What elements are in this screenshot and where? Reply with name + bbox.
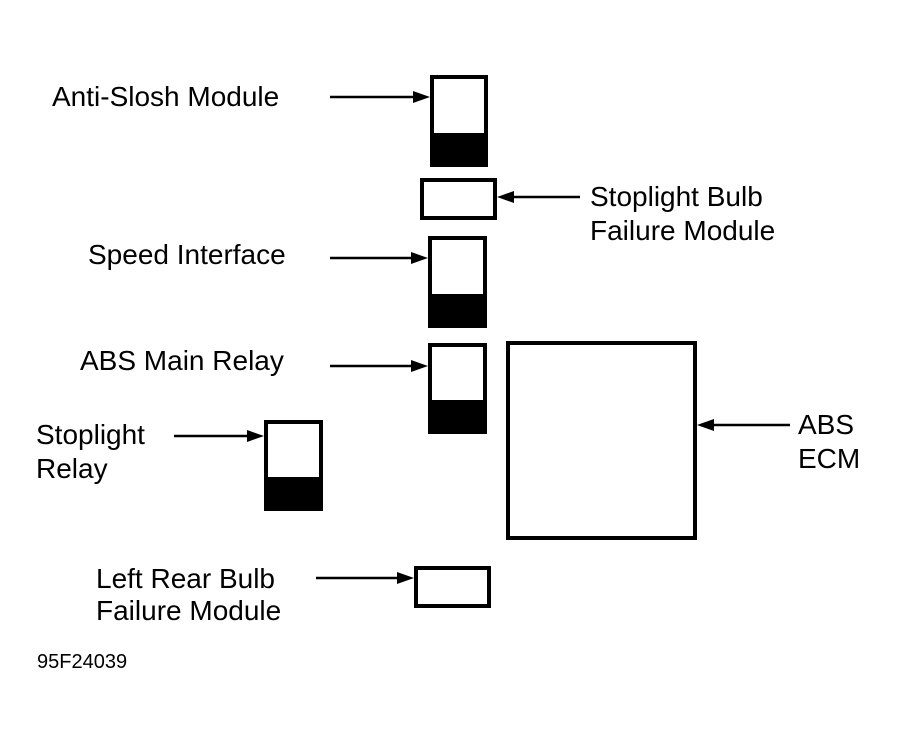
abs-ecm-box xyxy=(506,341,697,540)
anti-slosh-module-group: Anti-Slosh Module xyxy=(52,75,488,167)
stoplight-bulb-failure-module-arrowhead xyxy=(497,191,514,203)
stoplight-relay-label-line1: Stoplight xyxy=(36,419,145,450)
anti-slosh-module-arrowhead xyxy=(413,91,430,103)
abs-main-relay-fill xyxy=(430,400,485,432)
left-rear-bulb-failure-module-arrowhead xyxy=(397,572,414,584)
stoplight-relay-label-line2: Relay xyxy=(36,453,108,484)
stoplight-bulb-failure-module-label-line1: Stoplight Bulb xyxy=(590,181,763,212)
speed-interface-label: Speed Interface xyxy=(88,239,286,270)
left-rear-bulb-failure-module-box xyxy=(414,566,491,608)
figure-code: 95F24039 xyxy=(37,651,127,673)
stoplight-relay-group: Stoplight Relay xyxy=(36,419,323,511)
left-rear-bulb-failure-module-label-line1: Left Rear Bulb xyxy=(96,563,275,594)
speed-interface-fill xyxy=(430,294,485,326)
abs-ecm-arrowhead xyxy=(697,419,714,431)
abs-main-relay-label: ABS Main Relay xyxy=(80,345,284,376)
abs-ecm-label-line1: ABS xyxy=(798,409,854,440)
speed-interface-arrowhead xyxy=(411,252,428,264)
anti-slosh-module-fill xyxy=(432,133,486,165)
abs-main-relay-group: ABS Main Relay xyxy=(80,343,487,434)
abs-main-relay-arrowhead xyxy=(411,360,428,372)
stoplight-bulb-failure-module-group: Stoplight Bulb Failure Module xyxy=(420,178,775,246)
stoplight-relay-fill xyxy=(266,477,321,509)
abs-ecm-label-line2: ECM xyxy=(798,443,860,474)
abs-ecm-group: ABS ECM xyxy=(506,341,860,540)
speed-interface-group: Speed Interface xyxy=(88,236,487,328)
stoplight-bulb-failure-module-box xyxy=(420,178,497,220)
left-rear-bulb-failure-module-label-line2: Failure Module xyxy=(96,595,281,626)
stoplight-relay-arrowhead xyxy=(247,430,264,442)
anti-slosh-module-label: Anti-Slosh Module xyxy=(52,81,279,112)
left-rear-bulb-failure-module-group: Left Rear Bulb Failure Module xyxy=(96,563,491,626)
stoplight-bulb-failure-module-label-line2: Failure Module xyxy=(590,215,775,246)
